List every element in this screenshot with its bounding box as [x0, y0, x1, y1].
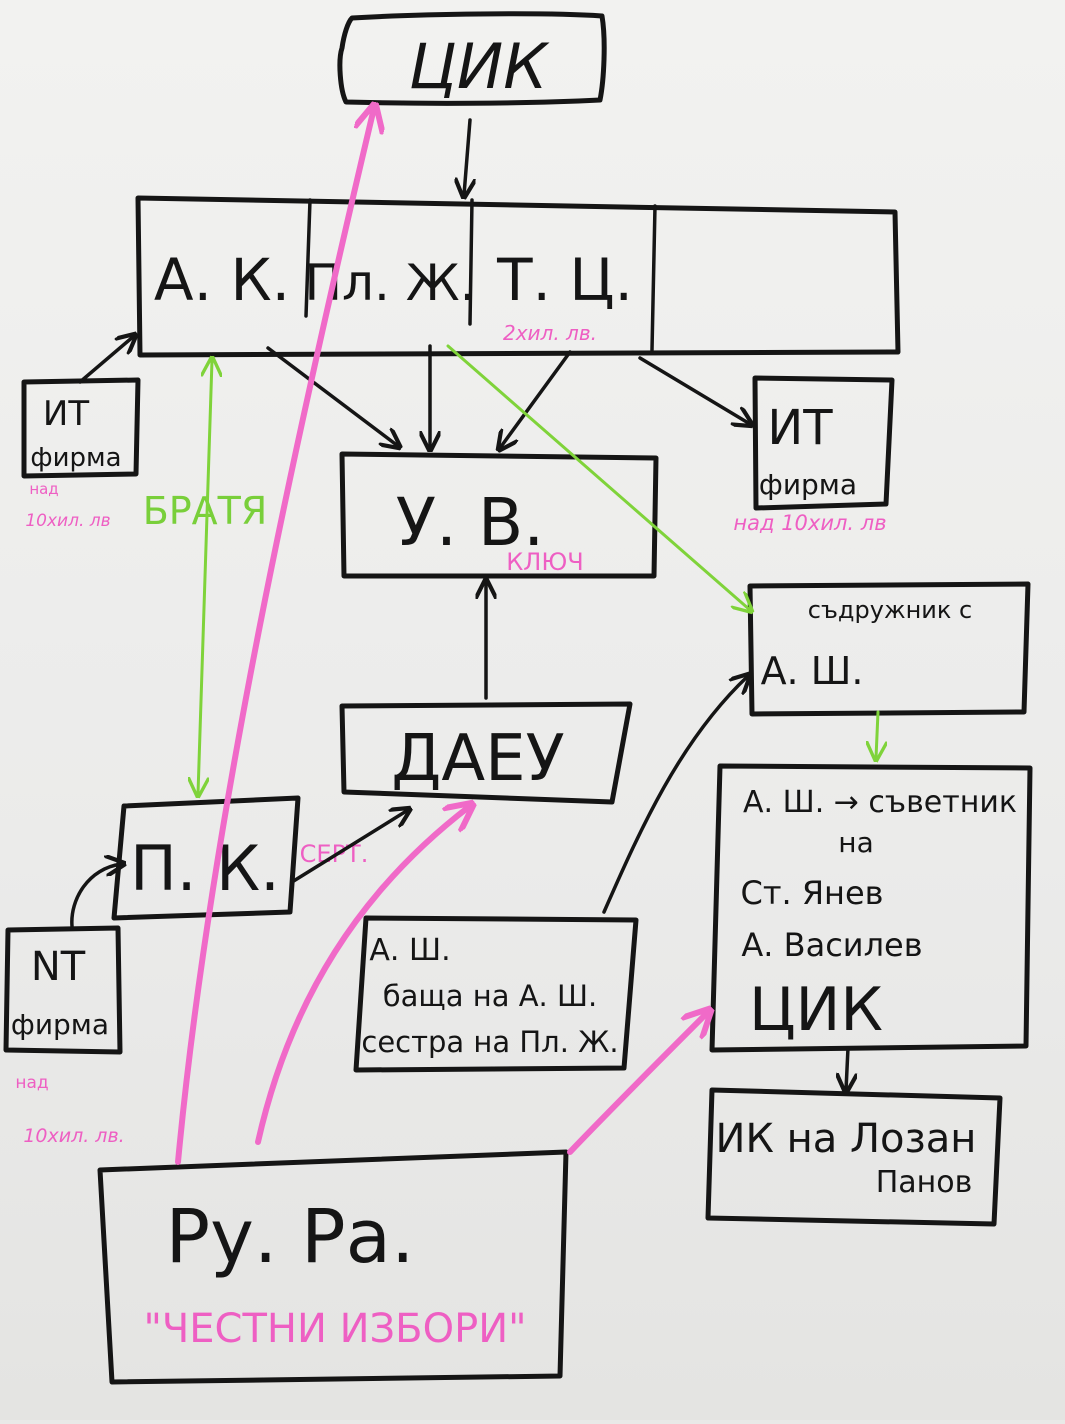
rr-node: Ру. Ра. "ЧЕСТНИ ИЗБОРИ"	[97, 1149, 569, 1385]
people-cell-tc: Т. Ц.	[496, 246, 633, 314]
it-firm-right-note: над 10хил. лв	[733, 511, 886, 535]
family-node: А. Ш. баща на А. Ш. сестра на Пл. Ж.	[353, 915, 639, 1073]
ik-line1: ИК на Лозан	[716, 1116, 977, 1162]
arrow-advisor-to-ik	[846, 1046, 848, 1090]
arrow-pk-to-daeu	[290, 810, 408, 884]
it-firm-left-label2: фирма	[30, 443, 121, 473]
partner-node: съдружник с А. Ш.	[747, 581, 1031, 717]
it-firm-right-node: ИТ фирма над 10хил. лв	[733, 375, 895, 535]
daeu-label: ДАЕУ	[391, 722, 564, 796]
arrow-people-to-uv-1	[266, 346, 398, 446]
brothers-label: БРАТЯ	[143, 489, 268, 533]
family-line1: А. Ш.	[369, 933, 450, 968]
rr-slogan: "ЧЕСТНИ ИЗБОРИ"	[143, 1306, 526, 1352]
it-firm-left-note2: 10хил. лв	[25, 511, 110, 531]
green-connectors	[198, 344, 878, 794]
partner-line1: съдружник с	[808, 596, 972, 624]
arrow-brothers	[198, 360, 212, 794]
people-row-note: 2хил. лв.	[503, 321, 597, 345]
it-firm-left-label1: ИТ	[43, 394, 89, 434]
arrow-family-to-partner	[602, 676, 748, 914]
pk-node: П. К. СЕРТ.	[111, 795, 368, 921]
ik-line2: Панов	[876, 1165, 973, 1200]
people-cell-ak: А. К.	[154, 246, 290, 314]
uv-label: У. В.	[396, 484, 544, 561]
pink-connectors	[175, 108, 708, 1165]
partner-line2: А. Ш.	[761, 649, 864, 693]
arrow-cik-to-people	[464, 118, 470, 195]
family-line2: баща на А. Ш.	[383, 979, 597, 1013]
daeu-node: ДАЕУ	[339, 701, 633, 805]
family-line3: сестра на Пл. Ж.	[361, 1025, 618, 1059]
advisor-node: А. Ш. → съветник на Ст. Янев А. Василев …	[709, 763, 1033, 1053]
it-firm-right-label2: фирма	[759, 468, 857, 501]
arrow-people-to-uv-3	[500, 350, 572, 448]
ik-node: ИК на Лозан Панов	[705, 1087, 1003, 1227]
cik-top-label: ЦИК	[409, 30, 551, 103]
arrow-partner-to-advisor	[876, 710, 878, 758]
arrow-ntfirm-to-pk	[70, 864, 122, 928]
arrow-itleft-to-people	[78, 336, 134, 384]
cik-top-node: ЦИК	[337, 11, 607, 106]
pk-label: П. К.	[130, 832, 280, 905]
arrow-people-to-itright	[638, 356, 750, 424]
arrow-rr-to-daeu	[255, 806, 470, 1145]
it-firm-right-label1: ИТ	[767, 400, 833, 456]
nt-firm-note1: над	[15, 1073, 48, 1093]
nt-firm-note2: 10хил. лв.	[23, 1125, 124, 1147]
people-row-node: А. К. Пл. Ж. Т. Ц. 2хил. лв.	[135, 195, 901, 358]
black-connectors	[70, 118, 848, 1090]
uv-node: У. В. КЛЮЧ	[339, 451, 659, 579]
nt-firm-label2: фирма	[11, 1008, 109, 1041]
advisor-line4: А. Василев	[741, 926, 922, 964]
arrow-rr-to-advisor	[567, 1012, 708, 1155]
advisor-line3: Ст. Янев	[740, 874, 883, 912]
it-firm-left-node: ИТ фирма над 10хил. лв	[21, 377, 141, 531]
rr-label: Ру. Ра.	[166, 1194, 415, 1280]
arrow-plzh-to-partner	[446, 344, 750, 610]
advisor-line2: на	[838, 826, 873, 859]
advisor-line5: ЦИК	[749, 975, 883, 1045]
nt-firm-node: NT фирма над 10хил. лв.	[3, 925, 125, 1147]
it-firm-left-note1: над	[29, 480, 58, 498]
arrow-rr-to-cik	[175, 108, 374, 1165]
nt-firm-label1: NT	[31, 944, 86, 990]
advisor-line1: А. Ш. → съветник	[743, 785, 1017, 820]
uv-note: КЛЮЧ	[506, 548, 583, 576]
